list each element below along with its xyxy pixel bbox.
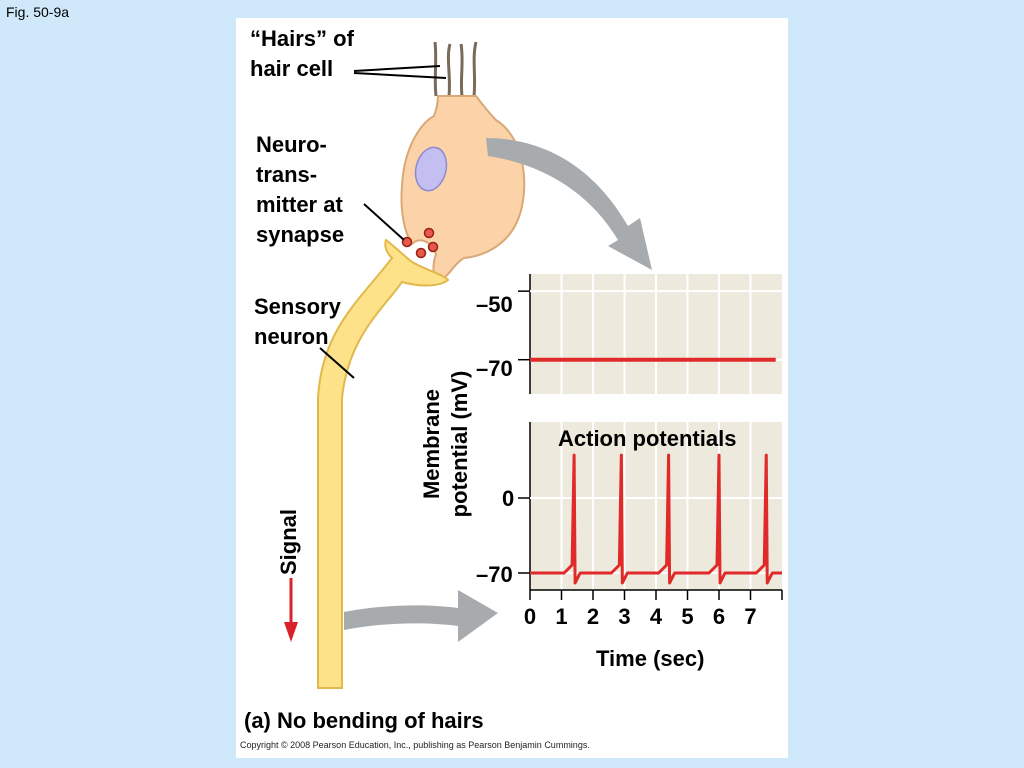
x-tick-label: 2: [586, 604, 600, 629]
hair-4: [472, 41, 478, 97]
arrow-neuron-to-graph: [344, 590, 498, 642]
x-tick-label: 5: [681, 604, 694, 629]
neurotransmitter-label: Neuro- trans- mitter at synapse: [256, 132, 345, 247]
action-potentials-title: Action potentials: [558, 426, 737, 451]
x-tick-label: 7: [744, 604, 757, 629]
sensory-neuron: [317, 238, 450, 689]
caption: (a) No bending of hairs: [244, 708, 484, 733]
signal-label: Signal: [276, 508, 301, 576]
y-tick-bottom-0: 0: [502, 486, 515, 511]
neurotransmitter-vesicles: [401, 227, 439, 259]
hairs-leaders: [353, 65, 447, 79]
signal-arrow: [284, 578, 298, 642]
y-tick-top-minus50: –50: [476, 292, 513, 317]
x-tick-label: 4: [649, 604, 663, 629]
x-tick-label: 3: [618, 604, 631, 629]
y-axis-label: Membrane potential (mV): [419, 370, 472, 518]
arrow-cell-to-graph: [486, 138, 652, 270]
figure-label: Fig. 50-9a: [6, 4, 70, 20]
x-axis-label: Time (sec): [596, 646, 705, 671]
y-tick-bottom-minus70: –70: [476, 562, 513, 587]
action-potential-trace: [530, 453, 782, 585]
hairs-label: “Hairs” of hair cell: [250, 26, 354, 81]
sensory-neuron-label: Sensory neuron: [254, 294, 341, 349]
hair-2: [446, 43, 452, 97]
x-tick-label: 1: [555, 604, 568, 629]
x-tick-label: 0: [523, 604, 537, 629]
nucleus: [414, 146, 448, 192]
hairs: [433, 41, 478, 97]
sensory-neuron-leader: [319, 347, 355, 379]
neurotransmitter-leader: [363, 203, 405, 241]
plots: [518, 274, 783, 600]
figure-panel: “Hairs” of hair cell Neuro- trans- mitte…: [236, 18, 788, 758]
copyright: Copyright © 2008 Pearson Education, Inc.…: [240, 740, 590, 750]
x-tick-label: 6: [712, 604, 726, 629]
hair-1: [433, 41, 438, 97]
y-tick-top-minus70: –70: [476, 356, 513, 381]
hair-3: [459, 43, 464, 97]
diagram-drawing: [284, 41, 783, 689]
